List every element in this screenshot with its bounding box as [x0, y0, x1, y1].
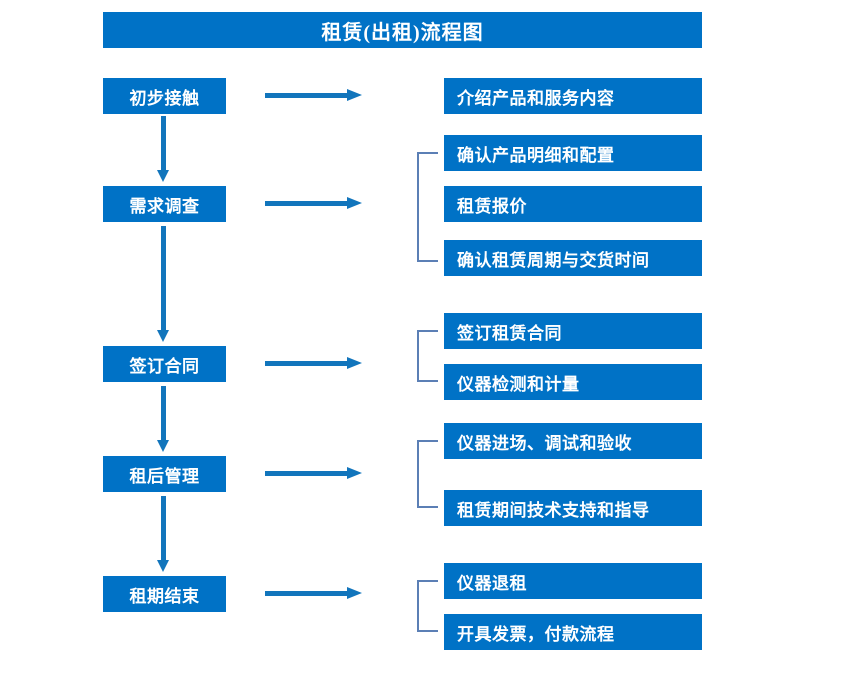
branch-arrow-right-3 [265, 357, 362, 370]
group-bracket-4 [417, 440, 438, 508]
branch-arrow-right-1 [265, 89, 362, 102]
flow-arrow-down-1 [157, 116, 170, 182]
detail-box-10[interactable]: 开具发票，付款流程 [444, 614, 702, 650]
detail-box-9[interactable]: 仪器退租 [444, 563, 702, 599]
stage-box-4[interactable]: 租后管理 [103, 456, 226, 492]
branch-arrow-right-4 [265, 467, 362, 480]
page-title: 租赁(出租)流程图 [103, 12, 702, 48]
detail-box-2[interactable]: 确认产品明细和配置 [444, 135, 702, 171]
arrow-head [157, 560, 169, 572]
detail-box-5[interactable]: 签订租赁合同 [444, 313, 702, 349]
arrow-shaft [161, 226, 166, 330]
arrow-head [347, 89, 362, 101]
arrow-shaft [265, 361, 349, 366]
arrow-shaft [265, 201, 349, 206]
detail-box-1[interactable]: 介绍产品和服务内容 [444, 78, 702, 114]
branch-arrow-right-2 [265, 197, 362, 210]
arrow-shaft [161, 496, 166, 560]
group-bracket-2 [417, 152, 438, 262]
arrow-head [347, 587, 362, 599]
arrow-head [157, 330, 169, 342]
arrow-head [157, 440, 169, 452]
detail-box-7[interactable]: 仪器进场、调试和验收 [444, 423, 702, 459]
arrow-shaft [265, 93, 349, 98]
stage-box-5[interactable]: 租期结束 [103, 576, 226, 612]
branch-arrow-right-5 [265, 587, 362, 600]
group-bracket-3 [417, 330, 438, 382]
arrow-shaft [161, 116, 166, 170]
arrow-head [347, 357, 362, 369]
arrow-head [157, 170, 169, 182]
group-bracket-5 [417, 580, 438, 632]
arrow-shaft [265, 471, 349, 476]
detail-box-8[interactable]: 租赁期间技术支持和指导 [444, 490, 702, 526]
arrow-head [347, 197, 362, 209]
arrow-head [347, 467, 362, 479]
flow-arrow-down-4 [157, 496, 170, 572]
detail-box-6[interactable]: 仪器检测和计量 [444, 364, 702, 400]
stage-box-2[interactable]: 需求调查 [103, 186, 226, 222]
stage-box-3[interactable]: 签订合同 [103, 346, 226, 382]
stage-box-1[interactable]: 初步接触 [103, 78, 226, 114]
arrow-shaft [265, 591, 349, 596]
detail-box-3[interactable]: 租赁报价 [444, 186, 702, 222]
arrow-shaft [161, 386, 166, 440]
detail-box-4[interactable]: 确认租赁周期与交货时间 [444, 240, 702, 276]
flow-arrow-down-3 [157, 386, 170, 452]
flow-arrow-down-2 [157, 226, 170, 342]
